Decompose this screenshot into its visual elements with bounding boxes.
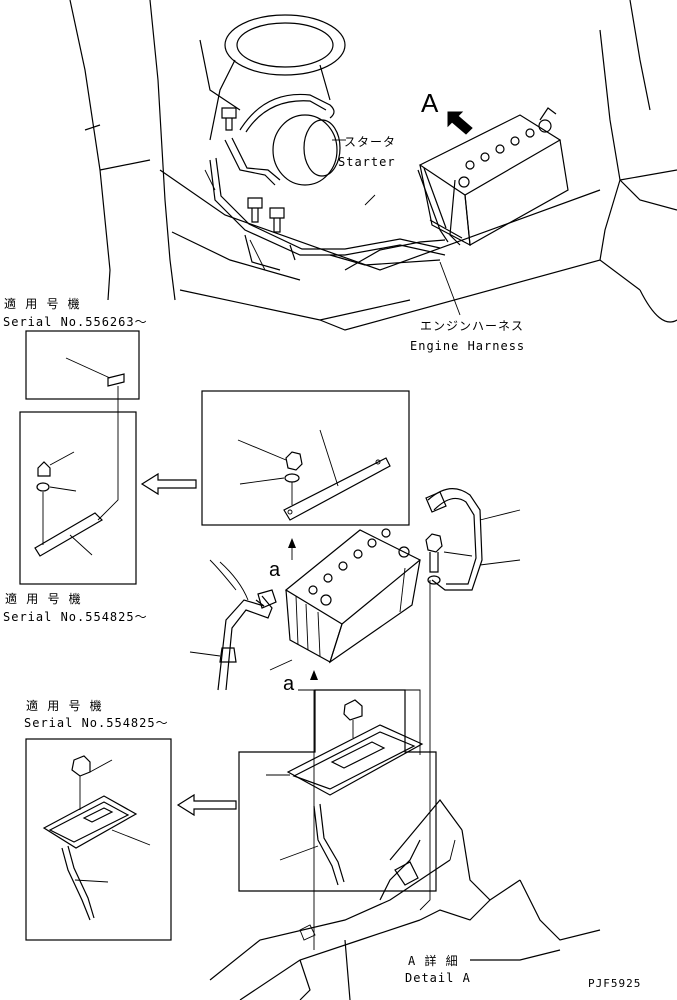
serial-heading-3: 適 用 号 機 [26,699,103,713]
left-pointing-hollow-arrow-icon [176,793,237,817]
box-center-bracket [201,390,410,526]
starter-motor [239,93,341,186]
battery-overview [417,107,569,247]
connector-line-right [419,580,431,911]
serial-number-2: Serial No.554825～ [3,610,148,624]
serial-number-1: Serial No.556263～ [3,315,148,329]
detail-label-jp: A 詳 細 [408,954,459,968]
up-pointing-arrow-icon [288,538,296,560]
harness-leader [332,139,461,316]
serial-heading-1: 適 用 号 機 [4,297,81,311]
harness-label-jp: エンジンハーネス [420,319,525,333]
reference-a-upper: a [269,559,281,581]
box-upper-small [25,330,140,400]
steering-wheel [209,14,346,141]
reference-a-lower: a [283,673,295,695]
machine-frame [69,0,677,331]
negative-cable [189,559,277,691]
view-marker-a: A [421,88,439,118]
box-center-tray [238,689,437,892]
terminal-bolt [425,533,473,573]
starter-label-en: Starter [338,155,396,169]
drawing-code: PJF5925 [588,977,642,990]
serial-number-3: Serial No.554825～ [24,716,169,730]
battery-exploded [269,528,422,671]
box-left-tray [25,738,172,941]
up-pointing-arrow-icon [310,670,318,950]
top-bolts [221,107,285,233]
serial-heading-2: 適 用 号 機 [5,592,82,606]
harness-label-en: Engine Harness [410,339,526,353]
view-direction-arrow-icon [447,111,473,135]
connector-line-left [97,386,119,521]
left-pointing-hollow-arrow-icon [140,472,197,496]
connector-line-tray [298,689,421,755]
positive-cable [425,488,521,591]
cable-routing [204,137,446,271]
detail-frame [209,799,601,1000]
box-left-bracket [19,411,137,585]
starter-label-jp: スタータ [344,135,397,149]
detail-label-en: Detail A [405,971,471,985]
